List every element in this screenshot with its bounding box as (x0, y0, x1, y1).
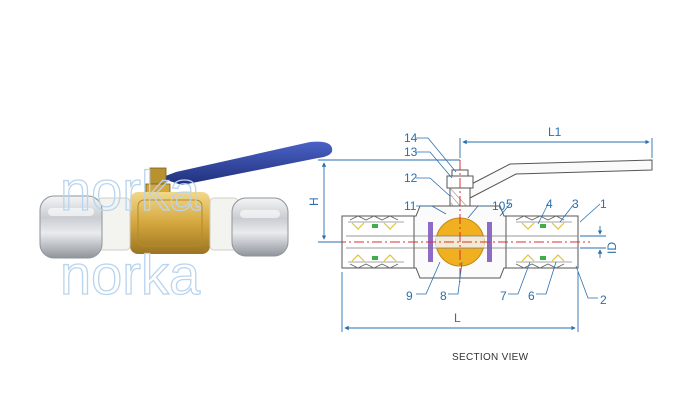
callout-leaders (416, 137, 601, 299)
valve-photo: norka norka (39, 141, 333, 307)
part-number-5: 5 (506, 197, 513, 211)
part-number-9: 9 (406, 289, 413, 303)
right-press-sleeve (231, 197, 289, 257)
watermark-text-1: norka (60, 159, 201, 222)
part-number-14: 14 (404, 131, 418, 145)
part-number-8: 8 (440, 289, 447, 303)
part-number-4: 4 (546, 197, 553, 211)
part-number-10: 10 (492, 199, 506, 213)
part-number-7: 7 (500, 289, 507, 303)
dim-label-h: H (307, 197, 321, 206)
watermark-text-2: norka (60, 243, 201, 306)
dim-label-l1: L1 (548, 125, 562, 139)
part-number-1: 1 (600, 197, 607, 211)
part-number-3: 3 (572, 197, 579, 211)
section-drawing (336, 159, 653, 282)
dim-label-id: ID (605, 242, 619, 254)
section-handle (459, 159, 653, 199)
section-view-caption: SECTION VIEW (452, 352, 529, 363)
dim-label-l: L (454, 311, 461, 325)
part-number-2: 2 (600, 293, 607, 307)
part-number-11: 11 (404, 199, 417, 213)
blue-handle (160, 141, 333, 185)
part-number-13: 13 (404, 145, 418, 159)
part-number-12: 12 (404, 171, 418, 185)
brass-body (130, 192, 210, 254)
part-number-6: 6 (528, 289, 535, 303)
